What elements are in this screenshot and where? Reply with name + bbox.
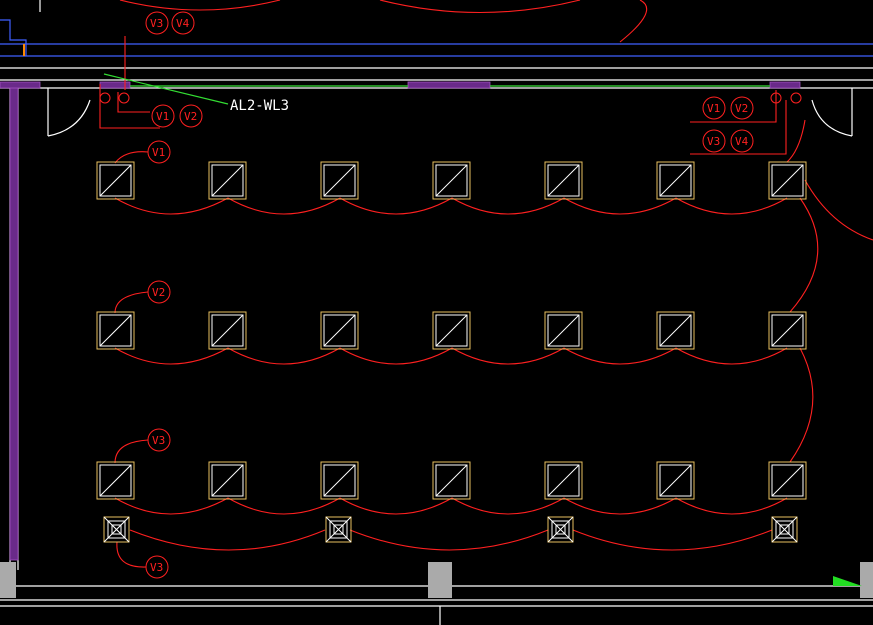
tag-v3-downlights: V3 — [145, 555, 169, 579]
lamp-wiring — [114, 119, 873, 568]
ceiling-lamp — [320, 461, 359, 500]
ceiling-lamp — [96, 161, 135, 200]
ceiling-lamp — [432, 311, 471, 350]
ceiling-lamp — [208, 461, 247, 500]
tag-v3-right: V3 — [702, 129, 726, 153]
ceiling-lamp — [544, 461, 583, 500]
ceiling-lamp — [432, 461, 471, 500]
downlight — [325, 516, 352, 543]
ceiling-lamp — [208, 161, 247, 200]
ceiling-lamp-grid — [96, 161, 807, 500]
ceiling-lamp — [544, 311, 583, 350]
tag-v2-left: V2 — [179, 104, 203, 128]
tag-text: V1 — [707, 102, 720, 115]
tag-text: V2 — [735, 102, 748, 115]
ceiling-lamp — [320, 161, 359, 200]
tag-text: V1 — [152, 146, 165, 159]
ceiling-lamp — [656, 311, 695, 350]
circuit-tags: V3 V4 V1 V2 V1 V2 V3 V4 — [145, 11, 754, 579]
ceiling-lamp — [768, 161, 807, 200]
downlight-row — [103, 516, 798, 543]
downlight — [547, 516, 574, 543]
tag-text: V3 — [152, 434, 165, 447]
tag-text: V3 — [150, 17, 163, 30]
upper-wiring — [119, 0, 648, 43]
ceiling-lamp — [208, 311, 247, 350]
tag-v4-top: V4 — [171, 11, 195, 35]
tag-v4-right: V4 — [730, 129, 754, 153]
downlight — [103, 516, 130, 543]
tag-v3-row3: V3 — [147, 428, 171, 452]
tag-text: V3 — [150, 561, 163, 574]
tag-text: V3 — [707, 135, 720, 148]
tag-text: V2 — [184, 110, 197, 123]
ceiling-lamp — [96, 461, 135, 500]
tag-v1-left: V1 — [151, 104, 175, 128]
ceiling-lamp — [544, 161, 583, 200]
ceiling-lamp — [656, 161, 695, 200]
tag-text: V1 — [156, 110, 169, 123]
tag-v2-row2: V2 — [147, 280, 171, 304]
ceiling-lamp — [656, 461, 695, 500]
ceiling-lamp — [432, 161, 471, 200]
ceiling-lamp — [768, 311, 807, 350]
tag-text: V2 — [152, 286, 165, 299]
tag-v2-right: V2 — [730, 96, 754, 120]
tag-text: V4 — [176, 17, 190, 30]
ceiling-lamp — [768, 461, 807, 500]
tag-v1-row1: V1 — [147, 140, 171, 164]
downlight — [771, 516, 798, 543]
tag-text: V4 — [735, 135, 749, 148]
tag-v1-right: V1 — [702, 96, 726, 120]
ceiling-lamp — [320, 311, 359, 350]
ceiling-lamp — [96, 311, 135, 350]
switch-leaders — [99, 36, 802, 155]
tag-v3-top: V3 — [145, 11, 169, 35]
circuit-label: AL2-WL3 — [230, 98, 289, 114]
